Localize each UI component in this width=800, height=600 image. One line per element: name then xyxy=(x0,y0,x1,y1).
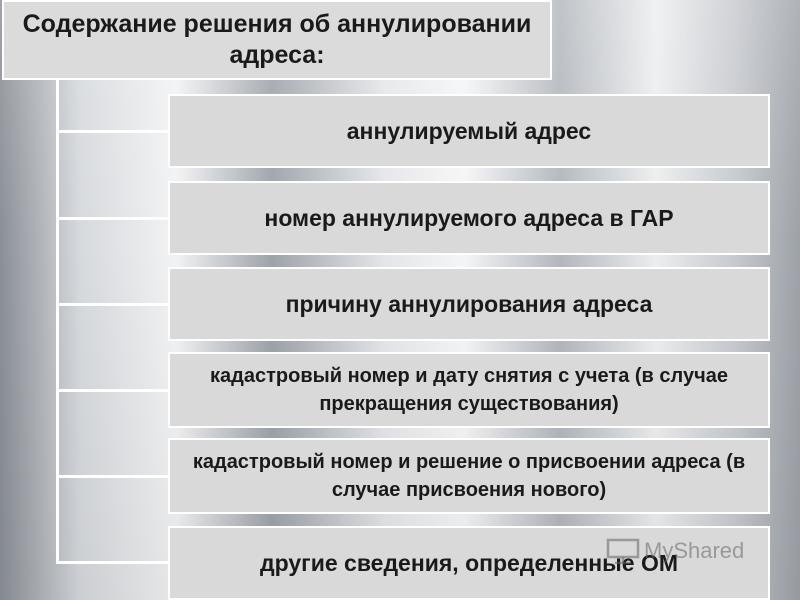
watermark-text: MyShared xyxy=(644,538,745,563)
connector-vertical xyxy=(56,80,59,563)
diagram-item-label: номер аннулируемого адреса в ГАР xyxy=(264,204,674,231)
diagram-item: номер аннулируемого адреса в ГАР xyxy=(168,181,770,255)
presentation-board-icon xyxy=(606,538,640,564)
diagram-title: Содержание решения об аннулировании адре… xyxy=(22,10,532,69)
diagram-item-label: причину аннулирования адреса xyxy=(285,290,653,317)
diagram-item-label: кадастровый номер и дату снятия с учета … xyxy=(210,365,728,415)
diagram-title-box: Содержание решения об аннулировании адре… xyxy=(2,0,552,80)
connector-branch-4 xyxy=(56,389,168,392)
connector-branch-1 xyxy=(56,130,168,133)
connector-branch-6 xyxy=(56,561,168,564)
diagram-item: кадастровый номер и решение о присвоении… xyxy=(168,438,770,514)
diagram-item: причину аннулирования адреса xyxy=(168,267,770,341)
diagram-item: другие сведения, определенные ОМ xyxy=(168,526,770,600)
diagram-item-label: аннулируемый адрес xyxy=(346,117,592,144)
watermark: MyShared xyxy=(606,538,744,564)
connector-branch-3 xyxy=(56,303,168,306)
diagram-item: аннулируемый адрес xyxy=(168,94,770,168)
connector-branch-5 xyxy=(56,475,168,478)
connector-branch-2 xyxy=(56,217,168,220)
diagram-item-label: кадастровый номер и решение о присвоении… xyxy=(192,451,746,501)
diagram-item: кадастровый номер и дату снятия с учета … xyxy=(168,352,770,428)
